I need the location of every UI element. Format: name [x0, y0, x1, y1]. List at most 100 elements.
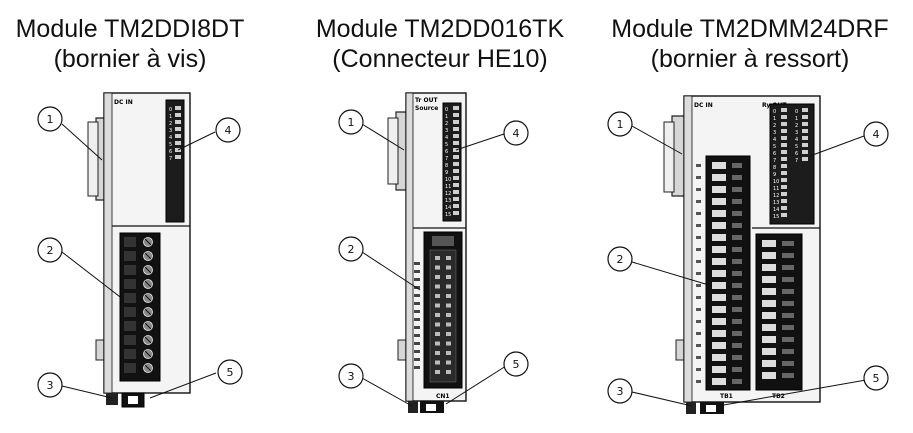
- module-3-spring-slot: [712, 294, 726, 301]
- module-3-spring-slot: [712, 222, 726, 229]
- module-3-led-in: [781, 136, 787, 140]
- module-3-spring-slot: [762, 240, 776, 247]
- module-1-led: [175, 120, 181, 124]
- module-1-terminal-slot: [124, 335, 136, 345]
- module-3-spring-release: [732, 307, 742, 312]
- module-3-spring-release: [782, 301, 794, 306]
- module-3-spring-release: [782, 373, 794, 378]
- module-2-led: [453, 141, 459, 145]
- module-2-led-label: 3: [445, 128, 448, 134]
- module-1-callout-3: 3: [37, 372, 63, 398]
- module-3-panel-label-in: DC IN: [694, 102, 713, 109]
- svg-text:3: 3: [348, 370, 355, 383]
- module-3-led-in: [781, 157, 787, 161]
- module-3-spring-slot: [712, 378, 726, 385]
- module-1-terminal-slot: [124, 349, 136, 359]
- module-2-led: [453, 134, 459, 138]
- module-3-spring-slot: [712, 186, 726, 193]
- module-3-spring-slot: [762, 360, 776, 367]
- module-3-spring-slot: [712, 366, 726, 373]
- svg-text:4: 4: [225, 124, 232, 137]
- module-3-spring-release: [732, 211, 742, 216]
- module-2-led: [453, 176, 459, 180]
- module-2-led-label: 9: [445, 170, 448, 176]
- module-3-tb1-label: TB1: [720, 393, 733, 400]
- module-2-pin: [446, 332, 451, 336]
- svg-text:1: 1: [47, 113, 54, 126]
- module-1-led-label: 4: [169, 135, 172, 141]
- module-3-spring-slot: [712, 270, 726, 277]
- module-1-terminal-slot: [124, 363, 136, 373]
- module-3-subtitle: (bornier à ressort): [650, 45, 850, 73]
- module-2-led-label: 1: [445, 114, 448, 120]
- module-1-terminal-slot: [124, 251, 136, 261]
- module-3-spring-release: [732, 319, 742, 324]
- module-3-led-label-out: 7: [795, 158, 798, 164]
- module-2-led-label: 14: [445, 205, 451, 211]
- module-3-led-label-in: 12: [773, 193, 779, 199]
- module-2-callout-3: 3: [338, 363, 364, 389]
- module-2-led: [453, 169, 459, 173]
- module-3-spring-slot: [712, 174, 726, 181]
- svg-text:4: 4: [513, 127, 520, 140]
- module-3-led-in: [781, 122, 787, 126]
- module-3-spring-release: [732, 355, 742, 360]
- module-2-led-label: 6: [445, 149, 448, 155]
- module-3-spring-release: [732, 235, 742, 240]
- module-2-subtitle: (Connecteur HE10): [332, 45, 548, 73]
- module-3-spring-release: [732, 163, 742, 168]
- module-2-led-label: 0: [445, 107, 448, 113]
- module-3-led-out: [802, 129, 808, 133]
- module-1-led-label: 0: [169, 107, 172, 113]
- module-3-led-label-in: 7: [773, 158, 776, 164]
- module-2-led-label: 12: [445, 191, 451, 197]
- module-3-spring-slot: [712, 234, 726, 241]
- module-3-spring-release: [782, 313, 794, 318]
- module-2-led-label: 2: [445, 121, 448, 127]
- module-2-pin: [446, 351, 451, 355]
- module-1-led: [175, 141, 181, 145]
- module-2-pin: [435, 265, 440, 270]
- module-1-subtitle: (bornier à vis): [53, 45, 207, 73]
- svg-text:3: 3: [47, 379, 54, 392]
- module-2-panel-label-1: Tr OUT: [415, 97, 438, 104]
- module-2-pin: [435, 322, 440, 327]
- module-2-led: [453, 204, 459, 208]
- module-3-spring-release: [782, 241, 794, 246]
- module-3-led-label-out: 5: [795, 144, 798, 150]
- module-3-tb2-label: TB2: [772, 393, 785, 400]
- module-3-led-label-in: 9: [773, 172, 776, 178]
- module-3-spring-release: [732, 175, 742, 180]
- module-1-rail-tab: [87, 121, 99, 197]
- module-2-pin: [435, 313, 440, 317]
- module-2-led-label: 15: [445, 212, 451, 218]
- module-3-led-out: [802, 108, 808, 112]
- module-2-led-label: 13: [445, 198, 451, 204]
- module-3-led-label-in: 0: [773, 109, 776, 115]
- module-1-led-label: 1: [169, 114, 172, 120]
- module-1-led: [175, 106, 181, 110]
- svg-text:5: 5: [873, 372, 880, 385]
- module-3-spring-slot: [762, 300, 776, 307]
- module-3-led-in: [781, 178, 787, 182]
- module-3-led-label-out: 0: [795, 109, 798, 115]
- module-3-led-in: [781, 143, 787, 147]
- module-2-led: [453, 120, 459, 124]
- module-2-pin: [435, 351, 440, 355]
- module-3-led-out: [802, 157, 808, 161]
- module-2-pin: [435, 294, 440, 298]
- module-3-led-out: [802, 136, 808, 140]
- svg-text:2: 2: [617, 253, 624, 266]
- module-2-led: [453, 106, 459, 110]
- module-1-terminal-slot: [124, 279, 136, 289]
- svg-text:2: 2: [47, 244, 54, 257]
- module-3-led-label-in: 10: [773, 179, 779, 185]
- module-2-pin: [446, 360, 451, 365]
- module-3-spring-release: [732, 343, 742, 348]
- module-3-spring-release: [782, 361, 794, 366]
- svg-text:5: 5: [227, 366, 234, 379]
- module-2-pin: [446, 294, 451, 298]
- module-1-terminal-slot: [124, 307, 136, 317]
- module-3-spring-release: [732, 367, 742, 372]
